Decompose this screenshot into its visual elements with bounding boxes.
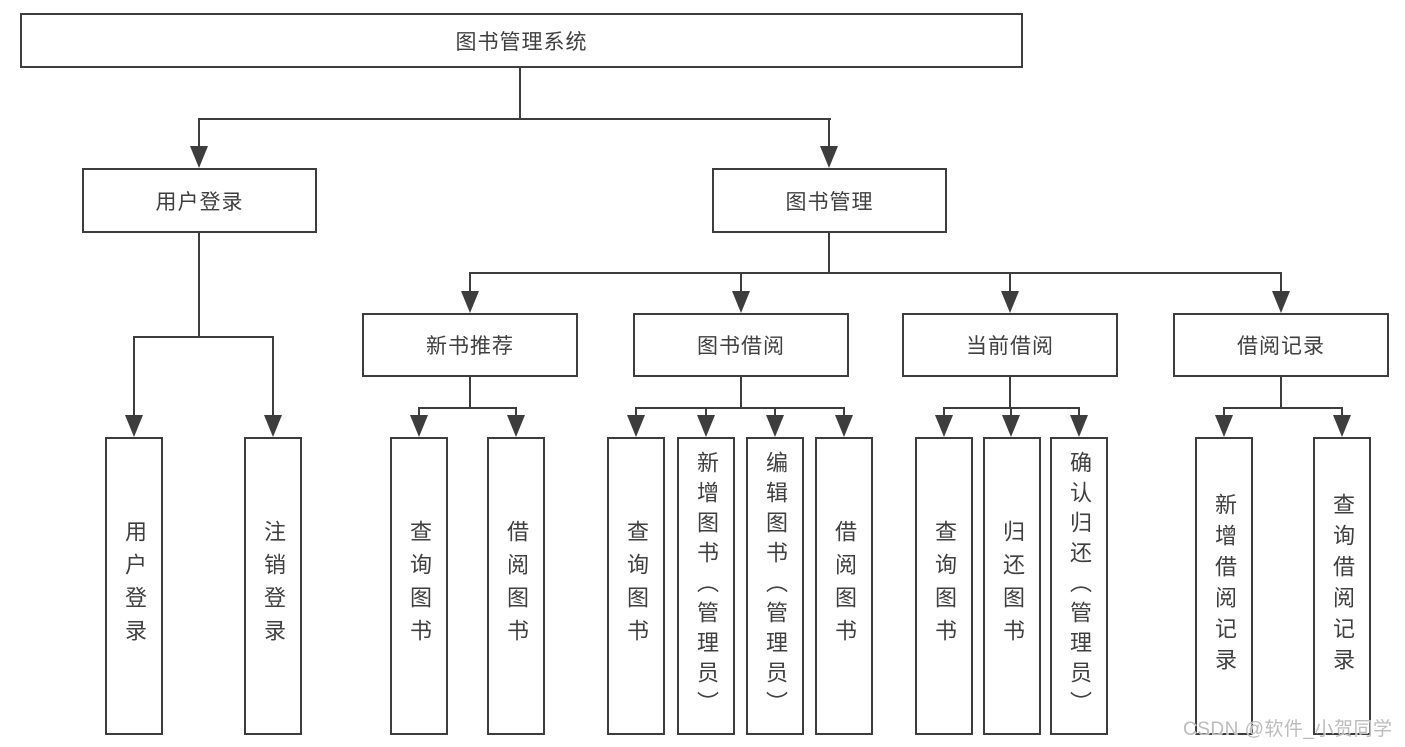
leaf-borrow-query: 查询图书 bbox=[607, 437, 665, 735]
arrow-down-icon bbox=[410, 415, 428, 437]
connector-shaft bbox=[272, 336, 274, 426]
connector-group-branch bbox=[635, 407, 845, 409]
connector-shaft bbox=[133, 336, 135, 426]
arrow-down-icon bbox=[1001, 291, 1019, 313]
arrow-down-icon bbox=[820, 146, 838, 168]
node-root: 图书管理系统 bbox=[20, 13, 1023, 68]
connector-stub bbox=[1280, 377, 1282, 408]
leaf-borrow-borrow: 借阅图书 bbox=[815, 437, 873, 735]
arrow-down-icon bbox=[766, 415, 784, 437]
arrow-down-icon bbox=[1333, 415, 1351, 437]
arrow-down-icon bbox=[125, 415, 143, 437]
leaf-newbook-query: 查询图书 bbox=[390, 437, 448, 735]
connector-group-branch bbox=[1223, 407, 1343, 409]
connector-shaft bbox=[740, 272, 742, 302]
connector-userlogin-stub bbox=[198, 233, 200, 337]
arrow-down-icon bbox=[627, 415, 645, 437]
connector-level1-branch bbox=[198, 118, 831, 120]
connector-root-stub bbox=[519, 68, 521, 119]
arrow-down-icon bbox=[1002, 415, 1020, 437]
leaf-user-login: 用户登录 bbox=[105, 437, 163, 735]
leaf-record-add: 新增借阅记录 bbox=[1195, 437, 1253, 735]
node-user-login: 用户登录 bbox=[82, 168, 317, 233]
connector-shaft bbox=[198, 118, 200, 158]
arrow-down-icon bbox=[264, 415, 282, 437]
csdn-watermark: CSDN @软件_小贺同学 bbox=[1183, 719, 1393, 740]
arrow-down-icon bbox=[190, 146, 208, 168]
arrow-down-icon bbox=[1215, 415, 1233, 437]
arrow-down-icon bbox=[732, 291, 750, 313]
connector-shaft bbox=[1009, 272, 1011, 302]
arrow-down-icon bbox=[1070, 415, 1088, 437]
leaf-borrow-add-admin: 新增图书（管理员） bbox=[677, 437, 735, 735]
leaf-borrow-edit-admin: 编辑图书（管理员） bbox=[746, 437, 804, 735]
leaf-current-query: 查询图书 bbox=[915, 437, 973, 735]
arrow-down-icon bbox=[935, 415, 953, 437]
connector-level2-branch bbox=[469, 272, 1282, 274]
connector-stub bbox=[1009, 377, 1011, 408]
leaf-record-query: 查询借阅记录 bbox=[1313, 437, 1371, 735]
arrow-down-icon bbox=[507, 415, 525, 437]
node-borrow-record: 借阅记录 bbox=[1173, 313, 1389, 377]
connector-stub bbox=[740, 377, 742, 408]
node-book-management: 图书管理 bbox=[712, 168, 947, 233]
arrow-down-icon bbox=[835, 415, 853, 437]
connector-stub bbox=[469, 377, 471, 408]
connector-shaft bbox=[828, 118, 830, 158]
node-current-borrow: 当前借阅 bbox=[902, 313, 1118, 377]
arrow-down-icon bbox=[461, 291, 479, 313]
connector-shaft bbox=[1280, 272, 1282, 302]
node-book-borrow: 图书借阅 bbox=[633, 313, 849, 377]
node-new-book-recommend: 新书推荐 bbox=[362, 313, 578, 377]
connector-userlogin-branch bbox=[133, 336, 274, 338]
connector-shaft bbox=[469, 272, 471, 302]
connector-bookmgmt-stub bbox=[828, 233, 830, 273]
leaf-current-return: 归还图书 bbox=[983, 437, 1041, 735]
connector-group-branch bbox=[418, 407, 517, 409]
arrow-down-icon bbox=[1272, 291, 1290, 313]
arrow-down-icon bbox=[697, 415, 715, 437]
leaf-newbook-borrow: 借阅图书 bbox=[487, 437, 545, 735]
leaf-logout: 注销登录 bbox=[244, 437, 302, 735]
leaf-current-confirm-admin: 确认归还（管理员） bbox=[1050, 437, 1108, 735]
